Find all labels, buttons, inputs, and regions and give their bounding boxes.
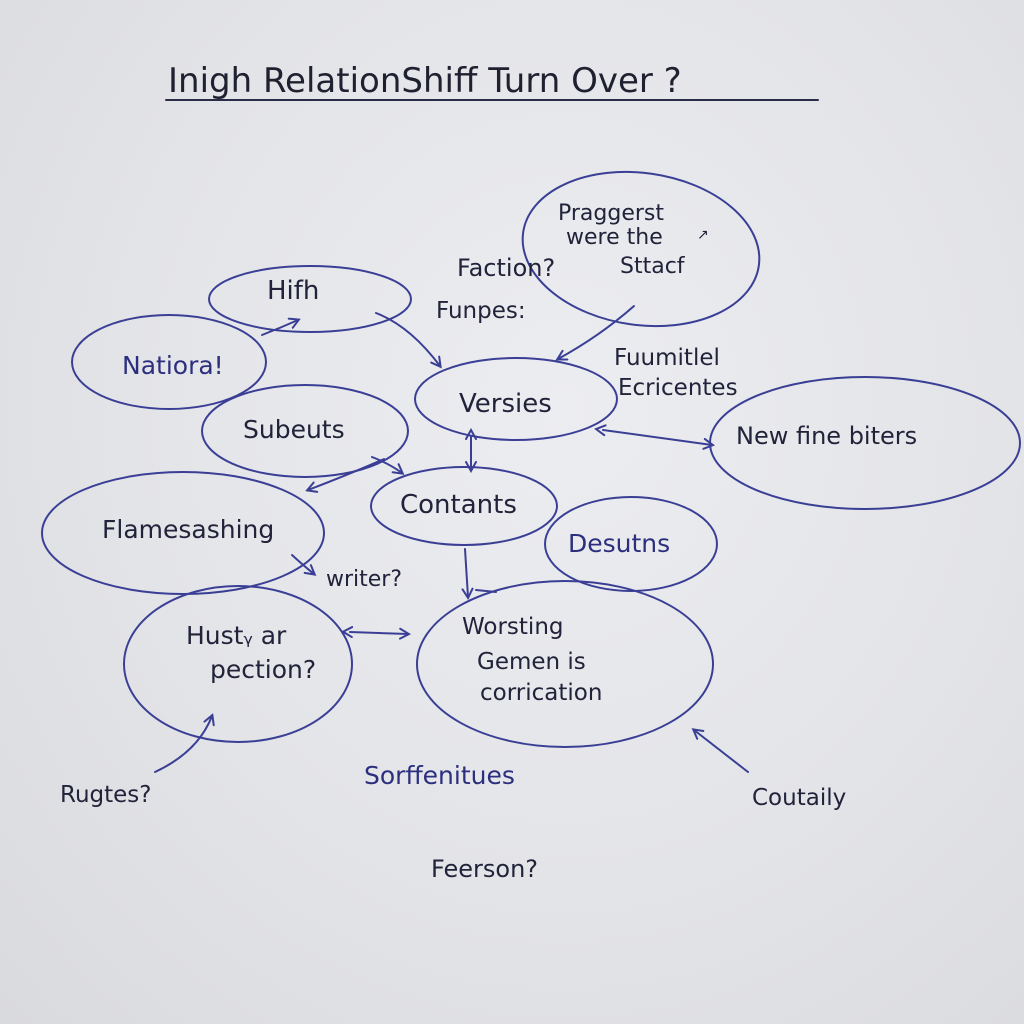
- flamesashing-ellipse: [41, 471, 325, 595]
- feerson-label: Feerson?: [431, 855, 538, 883]
- writer-label: writer?: [326, 567, 402, 592]
- arrow-contants-to-worsting: [465, 548, 468, 597]
- arrow-contants-to-flamesashing: [308, 458, 385, 490]
- flamesashing-label: Flamesashing: [102, 515, 274, 544]
- funpes-label: Funpes:: [436, 298, 526, 324]
- arrow-subeuts-to-contants: [371, 456, 402, 473]
- rugtes-label: Rugtes?: [60, 782, 151, 808]
- arrow-versies-new-fine-bites: [603, 430, 712, 445]
- new-fine-bites-label: New fine biters: [736, 422, 917, 450]
- worsting-ellipse: [416, 580, 714, 748]
- nationa-ellipse: [71, 314, 267, 410]
- arrow-nationa-to-hifh: [261, 320, 298, 336]
- hifh-label: Hifh: [267, 276, 319, 306]
- pragments-ellipse: [521, 170, 761, 328]
- nationa-label: Natiora!: [122, 351, 224, 380]
- arrow-hifh-to-versies: [375, 312, 440, 366]
- pragments-label: Praggerst were the Sttacf: [558, 201, 686, 279]
- arrow-husti-worsting: [350, 632, 408, 634]
- husti-ellipse: [123, 585, 353, 743]
- worsting-label: Worsting Gemen is corrication: [462, 614, 602, 706]
- desutns-ellipse: [544, 496, 718, 592]
- hifh-ellipse: [208, 265, 412, 333]
- desutns-label: Desutns: [568, 529, 670, 558]
- fuumitlel-label: Fuumitlel: [614, 345, 720, 371]
- versies-ellipse: [414, 357, 618, 441]
- arrow-rugtes-to-husti: [154, 716, 212, 773]
- arrow-coutaily-to-worsting: [694, 730, 749, 773]
- arrow-pragments-to-versies: [558, 305, 635, 359]
- husti-label: Hustᵧ ar pection?: [186, 621, 316, 684]
- arrow-flamesashing-to-writer: [291, 554, 314, 574]
- versies-label: Versies: [459, 389, 552, 419]
- contants-ellipse: [370, 466, 558, 546]
- subeuts-label: Subeuts: [243, 415, 345, 444]
- ecricentes-label: Ecricentes: [618, 375, 738, 401]
- contants-label: Contants: [400, 490, 517, 520]
- diagram-title: Inigh RelationShiff Turn Over ?: [168, 61, 682, 101]
- subeuts-ellipse: [201, 384, 409, 478]
- pragments-note-mark: ↗: [697, 227, 709, 243]
- faction-label: Faction?: [457, 254, 555, 282]
- coutaily-label: Coutaily: [752, 785, 846, 811]
- sorffenitues-label: Sorffenitues: [364, 761, 515, 790]
- arrow-tick-worsting: [475, 589, 497, 593]
